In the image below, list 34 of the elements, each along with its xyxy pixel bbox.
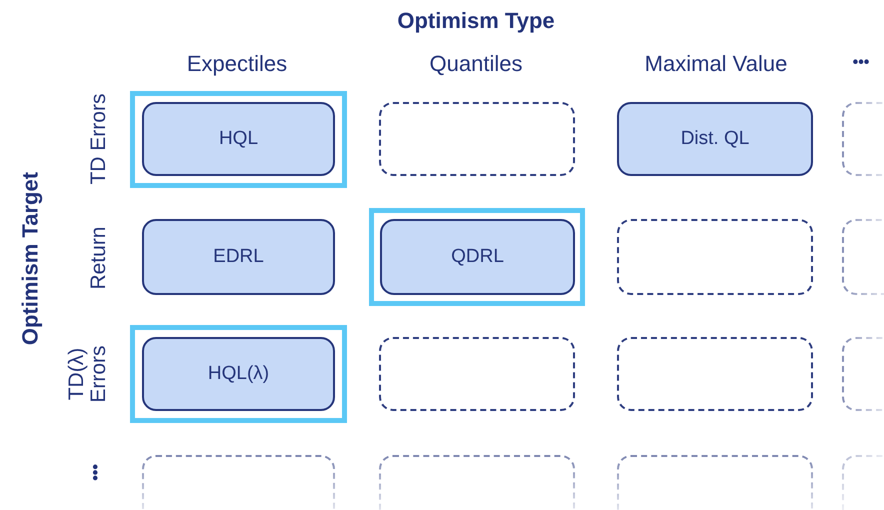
column-header: Quantiles <box>428 52 524 75</box>
method-box <box>142 337 335 411</box>
empty-placeholder-box <box>379 455 575 510</box>
row-header: Return <box>88 226 110 292</box>
row-header: TD Errors <box>88 92 110 187</box>
axis-title: Optimism Type <box>396 8 556 32</box>
method-box <box>142 102 335 176</box>
axis-title: Optimism Target <box>18 170 42 347</box>
empty-placeholder-box <box>842 102 884 176</box>
method-box <box>380 219 575 295</box>
column-header: Expectiles <box>186 52 288 75</box>
ellipsis: ••• <box>88 462 106 482</box>
empty-placeholder-box <box>142 455 335 510</box>
row-header: TD(λ) Errors <box>66 344 110 405</box>
column-header: Maximal Value <box>644 52 788 75</box>
empty-placeholder-box <box>379 337 575 411</box>
highlight-frame <box>130 325 347 423</box>
empty-placeholder-box <box>617 455 813 510</box>
empty-placeholder-box <box>379 102 575 176</box>
method-name: QDRL <box>451 246 504 268</box>
empty-placeholder-box <box>842 455 884 510</box>
method-box <box>617 102 813 176</box>
highlight-frame <box>369 208 585 306</box>
highlight-frame <box>130 91 347 188</box>
empty-placeholder-box <box>617 219 813 295</box>
method-name: EDRL <box>213 246 264 268</box>
method-name: HQL <box>218 128 258 150</box>
ellipsis: ••• <box>852 54 870 72</box>
empty-placeholder-box <box>842 337 884 411</box>
method-name: HQL(λ) <box>208 363 270 385</box>
empty-placeholder-box <box>617 337 813 411</box>
empty-placeholder-box <box>842 219 884 295</box>
method-name: Dist. QL <box>680 128 750 150</box>
method-box <box>142 219 335 295</box>
